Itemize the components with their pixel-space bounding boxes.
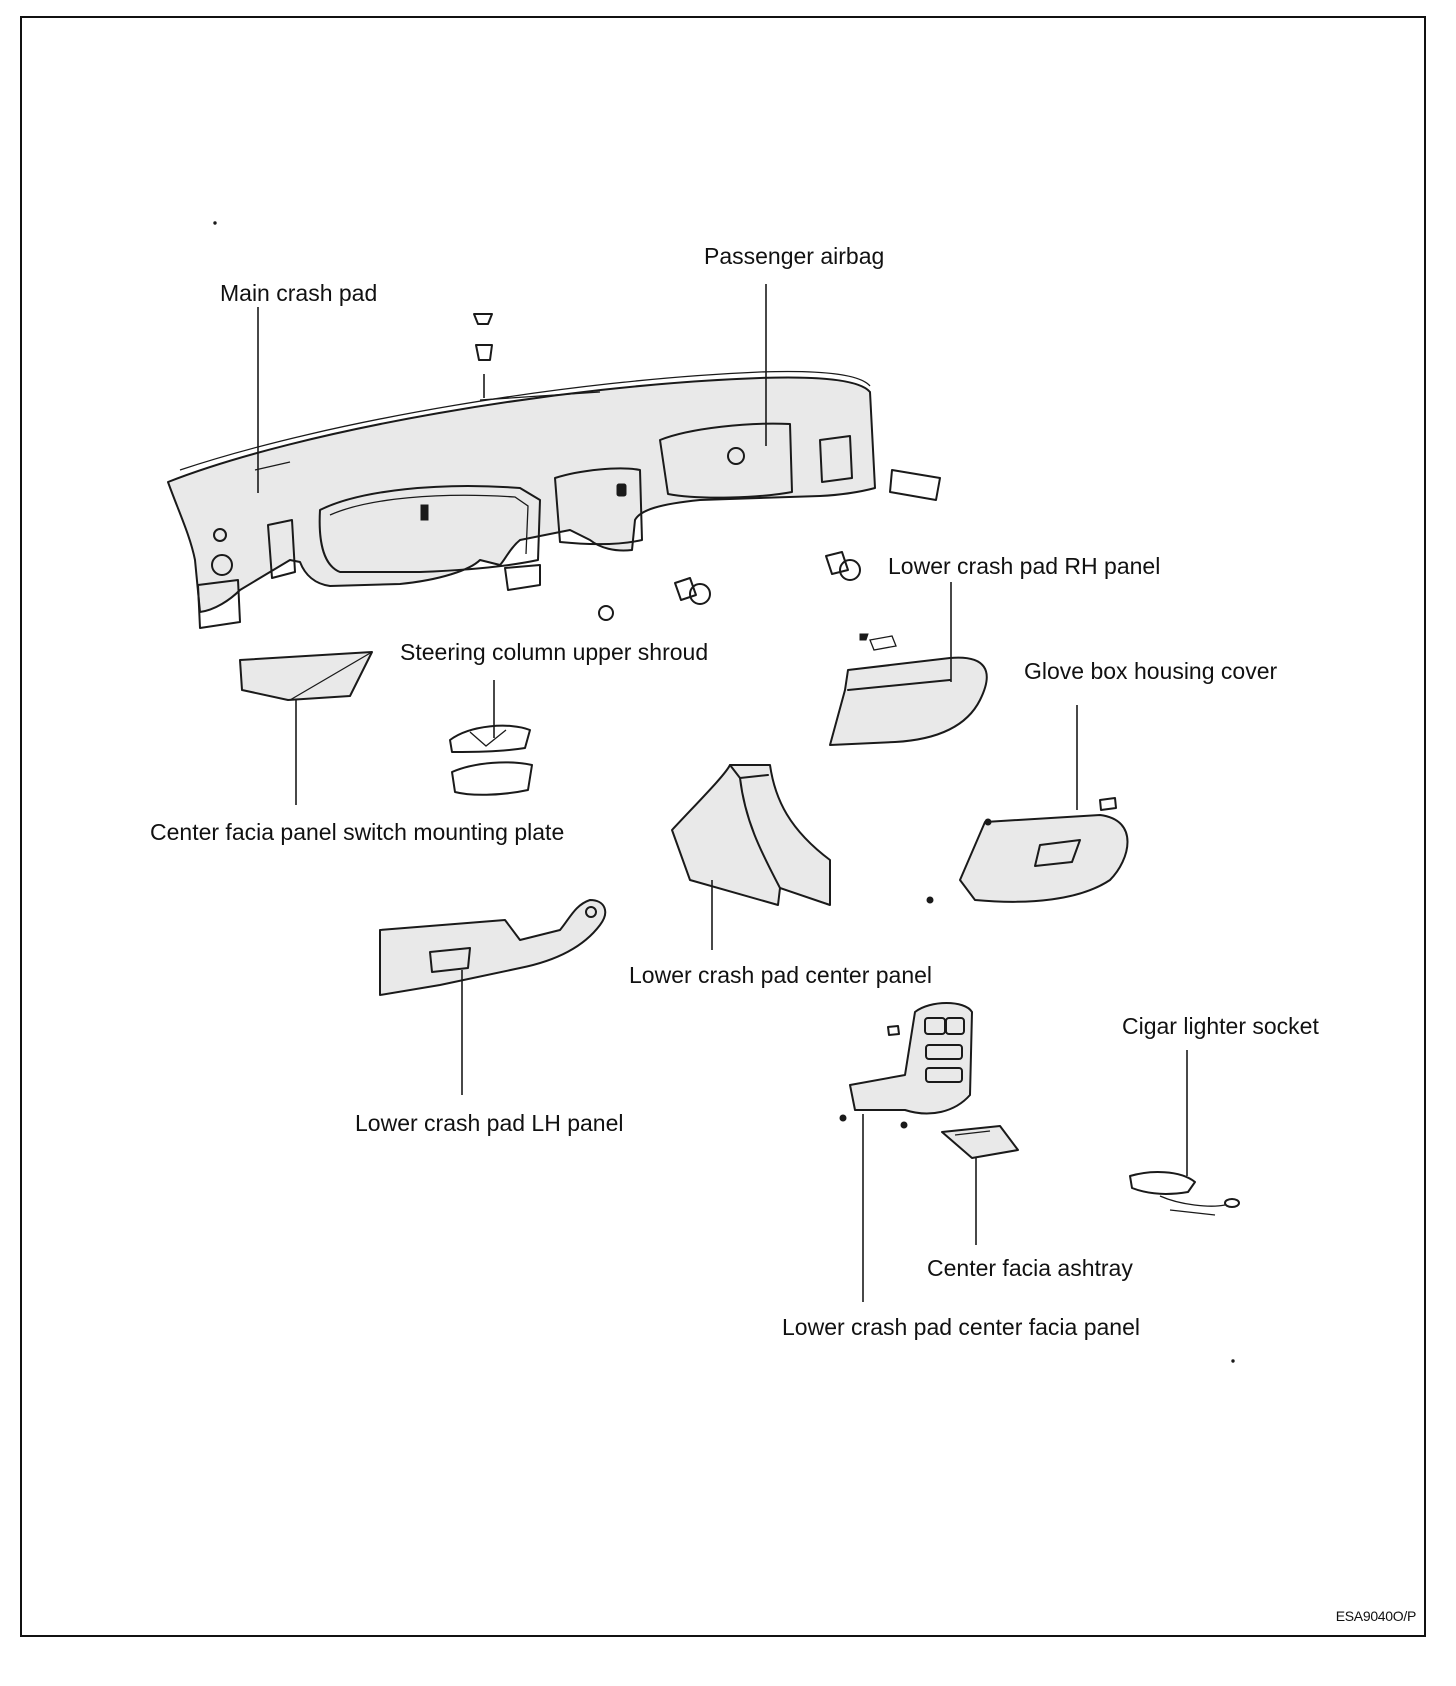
bolts [598, 551, 861, 621]
diagram-frame [20, 16, 1426, 1637]
label-glove-box-housing-cover: Glove box housing cover [1024, 658, 1278, 684]
lower-crash-pad-rh-panel-part [829, 633, 988, 746]
center-facia-switch-plate-part [239, 651, 373, 701]
label-center-facia-ashtray: Center facia ashtray [927, 1255, 1133, 1281]
lower-crash-pad-center-panel-part [671, 764, 831, 906]
center-facia-ashtray-part [941, 1125, 1019, 1159]
label-passenger-airbag: Passenger airbag [704, 243, 885, 269]
main-crash-pad-part [167, 370, 876, 629]
reference-code: ESA9040O/P [1335, 1608, 1417, 1624]
lower-crash-pad-center-facia-panel-part [839, 1002, 973, 1129]
rh-bracket-part [889, 469, 941, 501]
cigar-lighter-socket-part [1129, 1171, 1240, 1216]
lower-crash-pad-lh-panel-part [379, 899, 607, 996]
stray-dot [1231, 1359, 1235, 1363]
glove-box-housing-cover-part [926, 797, 1129, 904]
label-lower-crash-pad-center-facia-panel: Lower crash pad center facia panel [782, 1314, 1140, 1340]
top-clips [473, 313, 493, 398]
label-cigar-lighter-socket: Cigar lighter socket [1122, 1013, 1319, 1039]
label-center-facia-panel-switch-mounting-plate: Center facia panel switch mounting plate [150, 819, 565, 845]
steering-column-upper-shroud-part [449, 724, 533, 796]
stray-dot [213, 221, 217, 225]
label-main-crash-pad: Main crash pad [220, 280, 378, 306]
leader-lines [257, 284, 1188, 1302]
label-lower-crash-pad-rh-panel: Lower crash pad RH panel [888, 553, 1161, 579]
label-lower-crash-pad-lh-panel: Lower crash pad LH panel [355, 1110, 624, 1136]
label-lower-crash-pad-center-panel: Lower crash pad center panel [629, 962, 933, 988]
label-steering-column-upper-shroud: Steering column upper shroud [400, 639, 709, 665]
